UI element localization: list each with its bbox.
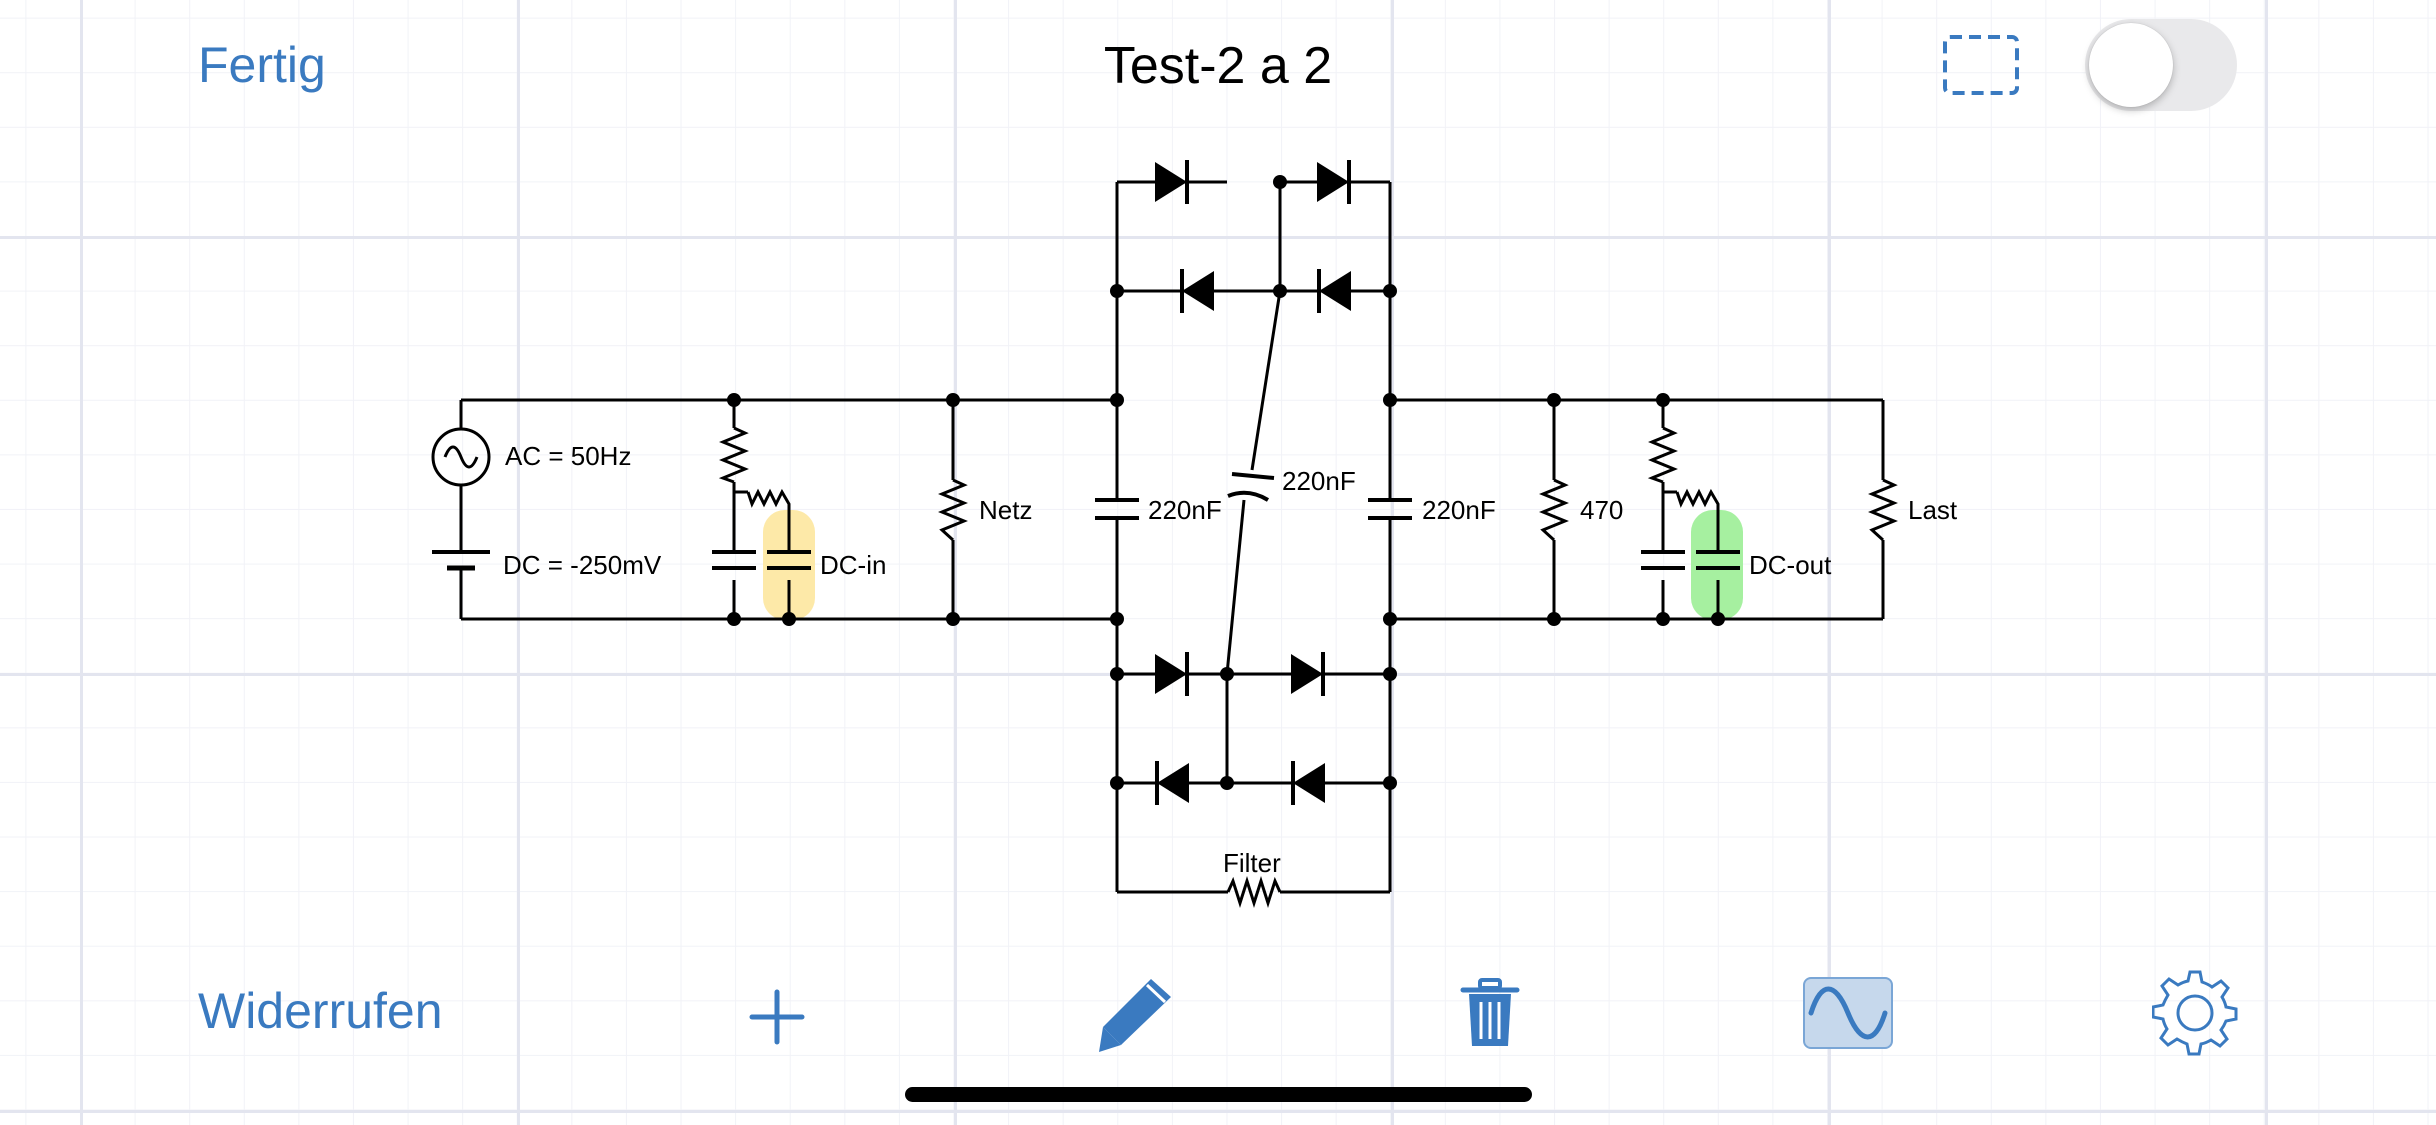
toggle-knob — [2089, 23, 2173, 107]
capacitor-left-220nf[interactable] — [1095, 498, 1139, 520]
filter-resistor[interactable] — [1226, 876, 1282, 908]
dc-out-capacitor-b[interactable] — [1696, 550, 1740, 570]
dc-source[interactable] — [432, 550, 490, 584]
home-indicator[interactable] — [905, 1087, 1532, 1102]
netz-resistor[interactable] — [938, 478, 968, 542]
undo-button[interactable]: Widerrufen — [198, 983, 443, 1039]
diode-second-right[interactable] — [1317, 269, 1351, 313]
toggle-switch[interactable] — [2085, 19, 2237, 111]
dc-out-variable-resistor[interactable] — [1675, 488, 1720, 512]
capacitor-middle-label: 220nF — [1282, 466, 1356, 496]
dc-in-probe-highlight[interactable] — [763, 510, 815, 620]
capacitor-middle-220nf[interactable] — [1227, 472, 1275, 502]
resistor-470[interactable] — [1539, 478, 1569, 542]
plus-icon[interactable] — [748, 988, 806, 1046]
dc-out-resistor[interactable] — [1647, 426, 1678, 484]
diode-third-left[interactable] — [1155, 652, 1189, 696]
dc-out-label: DC-out — [1749, 550, 1832, 580]
ac-source-label: AC = 50Hz — [505, 441, 631, 471]
diode-third-right[interactable] — [1291, 652, 1325, 696]
last-label: Last — [1908, 495, 1958, 525]
page-title: Test-2 a 2 — [1103, 37, 1333, 95]
dc-out-capacitor-a[interactable] — [1641, 550, 1685, 570]
dc-in-variable-resistor[interactable] — [746, 488, 791, 512]
diode-second-left[interactable] — [1180, 269, 1214, 313]
dc-in-capacitor-b[interactable] — [767, 550, 811, 570]
resistor-470-label: 470 — [1580, 495, 1623, 525]
ac-source[interactable] — [431, 427, 491, 487]
capacitor-left-label: 220nF — [1148, 495, 1222, 525]
netz-label: Netz — [979, 495, 1032, 525]
dc-out-probe-highlight[interactable] — [1691, 510, 1743, 620]
diode-top-left[interactable] — [1155, 160, 1189, 204]
gear-icon[interactable] — [2151, 970, 2238, 1056]
trash-icon[interactable] — [1460, 978, 1520, 1050]
dc-in-resistor[interactable] — [718, 426, 749, 484]
pencil-icon[interactable] — [1095, 975, 1175, 1055]
done-button[interactable]: Fertig — [198, 37, 326, 93]
dashed-rectangle-icon[interactable] — [1942, 34, 2020, 96]
dc-in-label: DC-in — [820, 550, 886, 580]
dc-source-label: DC = -250mV — [503, 550, 662, 580]
capacitor-right-220nf[interactable] — [1368, 498, 1412, 520]
diode-bottom-left[interactable] — [1155, 761, 1189, 805]
junctions — [727, 175, 1725, 790]
diode-bottom-right[interactable] — [1291, 761, 1325, 805]
filter-label: Filter — [1223, 848, 1281, 878]
last-resistor[interactable] — [1868, 478, 1898, 542]
capacitor-right-label: 220nF — [1422, 495, 1496, 525]
diode-top-right[interactable] — [1317, 160, 1351, 204]
sine-wave-icon[interactable] — [1803, 977, 1893, 1049]
dc-in-capacitor-a[interactable] — [712, 550, 756, 570]
